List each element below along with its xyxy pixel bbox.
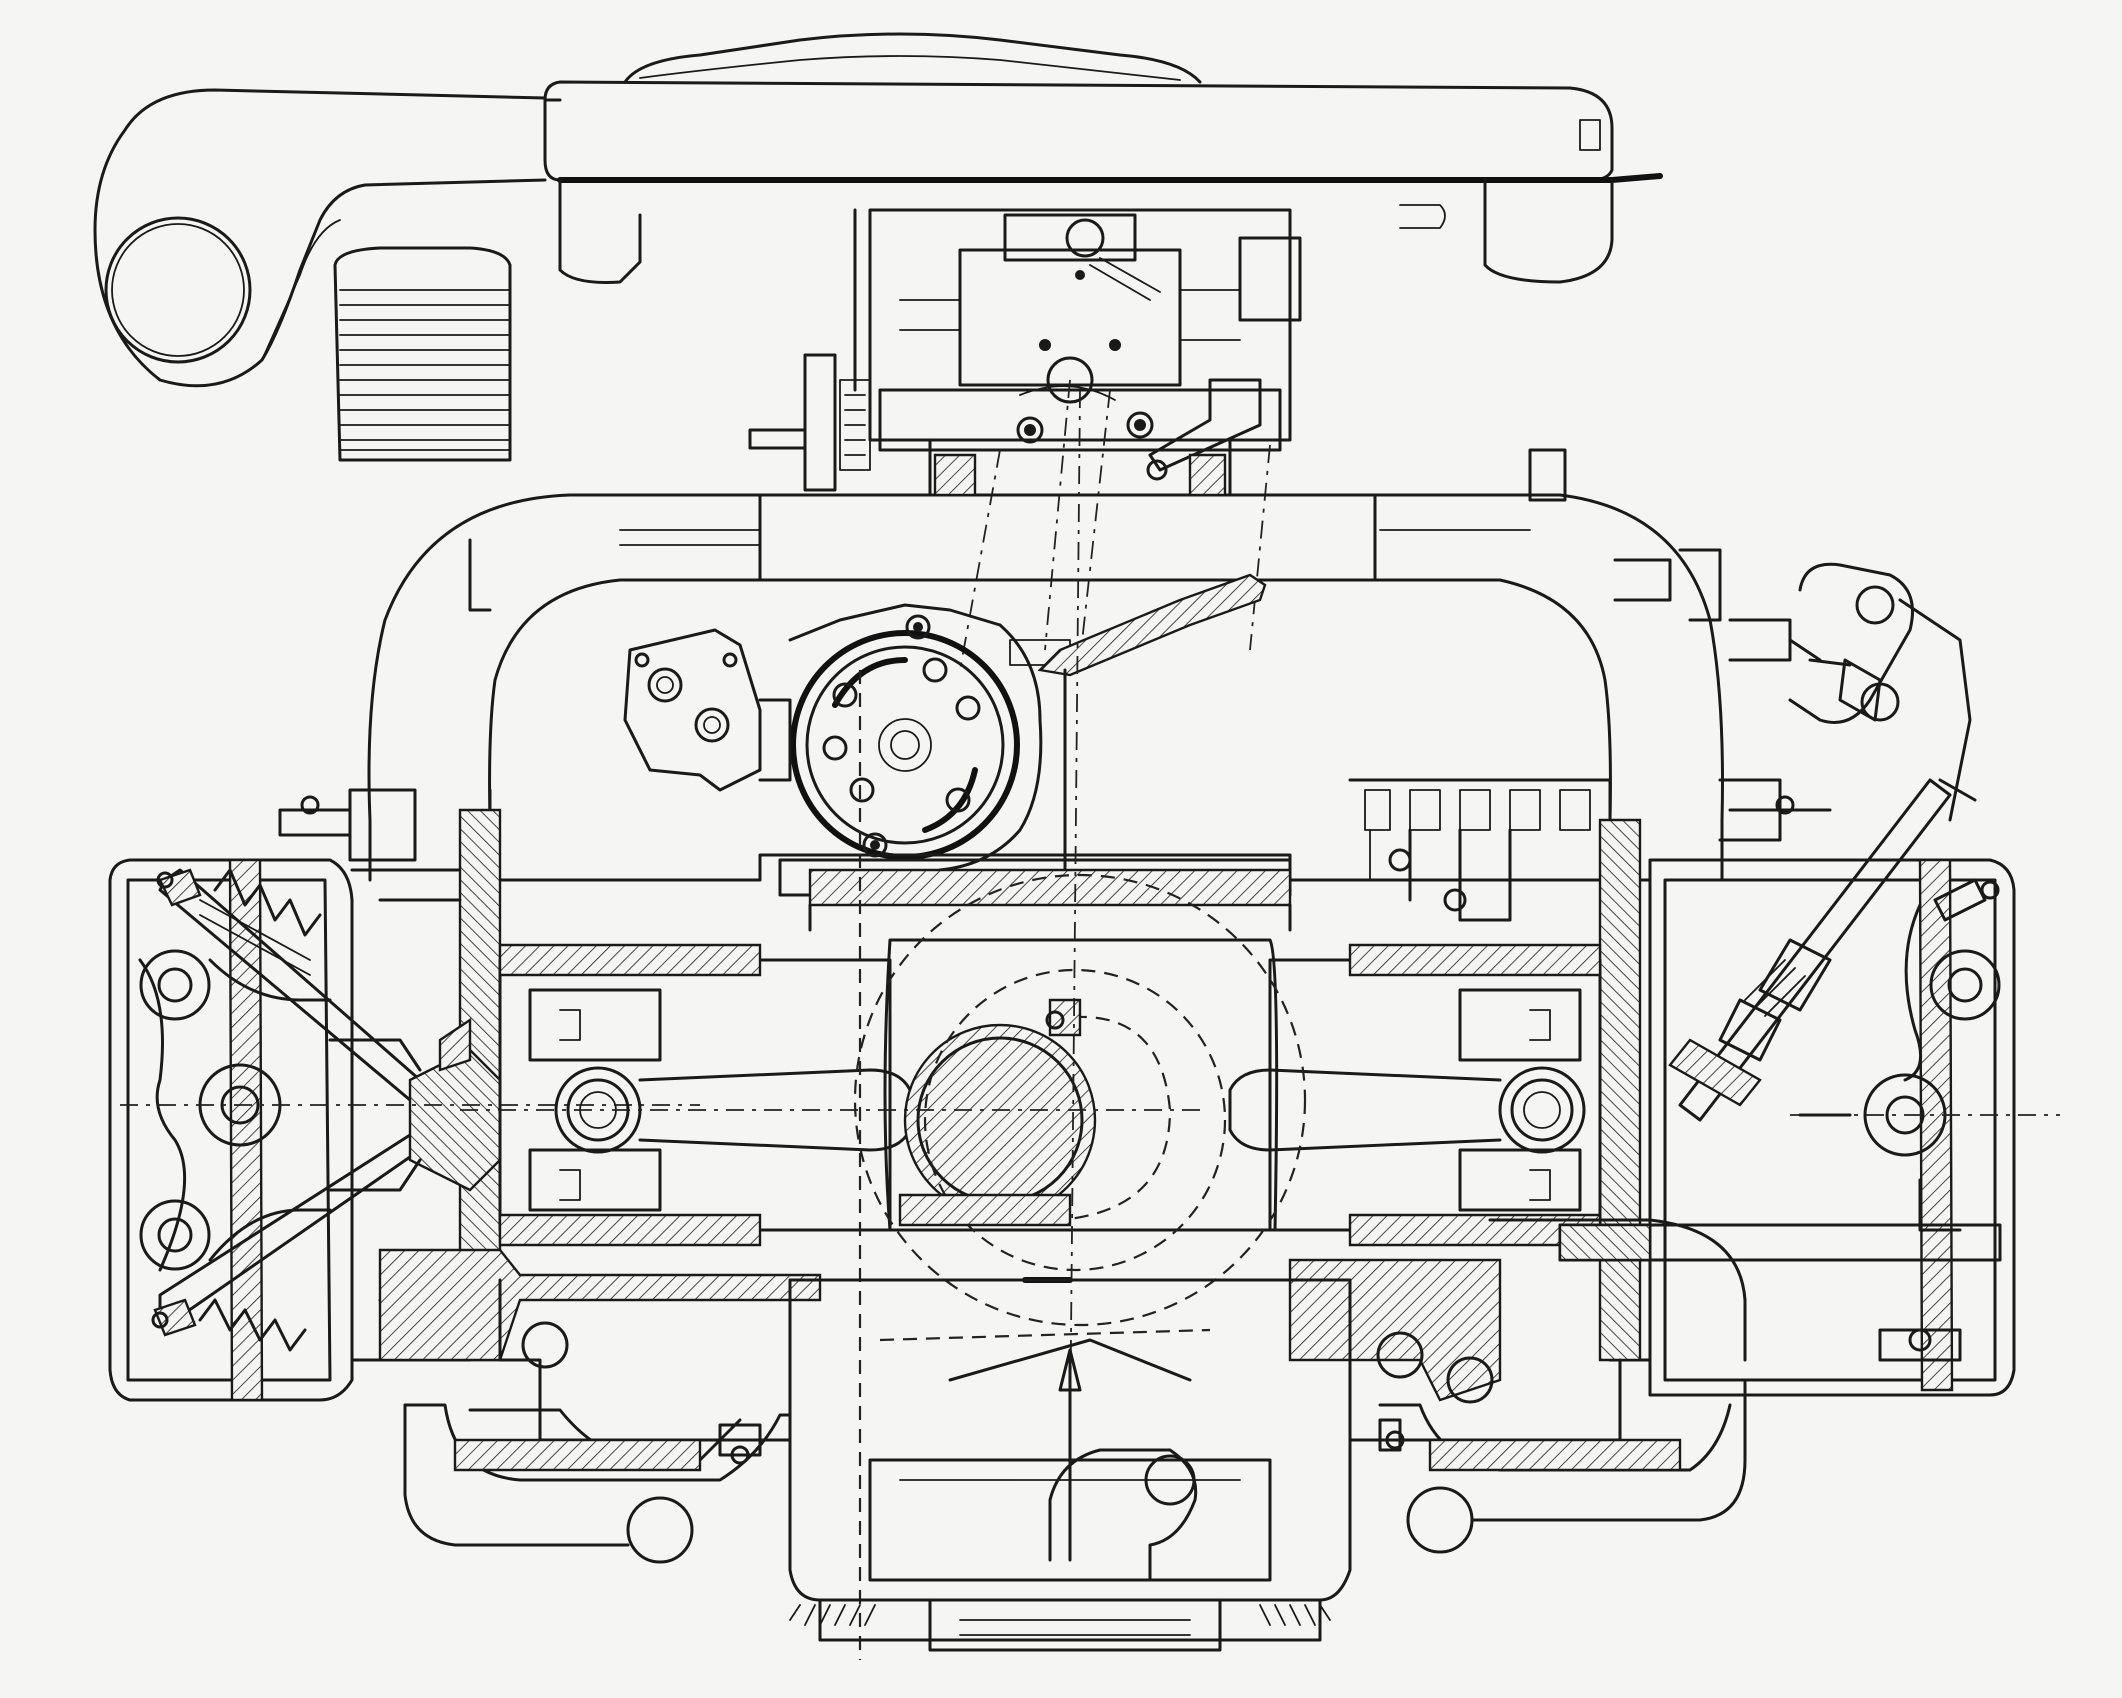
crankcase-lower-icon [378,1218,2002,1442]
right-cylinder-icon [1268,943,1602,1247]
right-cylinder-head-icon [1598,818,2016,1397]
right-rocker-arm-icon [1790,878,2060,1232]
intake-manifold-icon [367,438,1724,882]
crankcase-upper-icon [278,558,1832,932]
crankshaft-journal-icon [460,873,1307,1327]
oil-sump-icon [788,1278,1352,1652]
right-upper-linkage-icon [1788,562,1977,822]
left-exhaust-heat-exchanger-icon [403,1403,792,1564]
bolt-details [300,795,1795,1465]
air-cleaner-housing-icon [543,32,1663,284]
right-pushrod-icon [1668,778,1952,1122]
fuel-pump-icon [623,628,792,792]
right-exhaust-heat-exchanger-icon [1378,1378,1747,1554]
right-piston-icon [1498,1066,1586,1154]
carburetor-icon [748,208,1302,492]
intake-snorkel-icon [93,88,547,462]
snorkel-ribbing [339,289,511,451]
distributor-drive-icon [788,573,1267,872]
left-rocker-arm-icon [138,949,332,1272]
left-combustion-chamber-icon [120,1017,700,1192]
left-cylinder-icon [498,943,892,1247]
